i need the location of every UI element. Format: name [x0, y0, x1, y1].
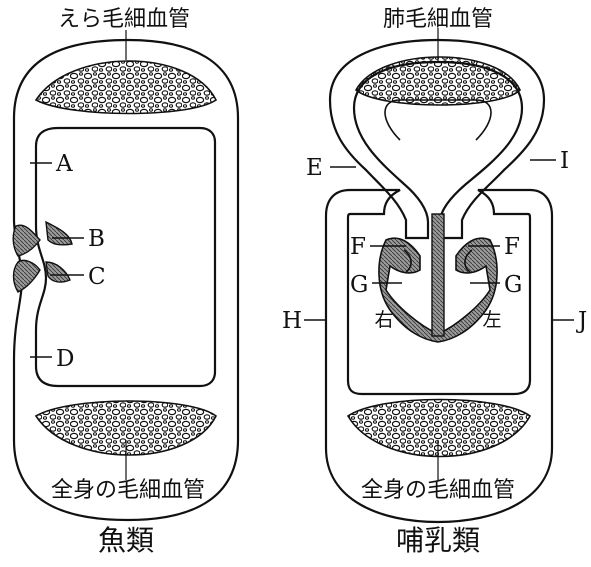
- mammal-label-f-left: F: [350, 234, 366, 260]
- mammal-pulmonary-loop-inner: [385, 100, 491, 140]
- mammal-top-caption: 肺毛細血管: [383, 7, 493, 32]
- mammal-left-side-label: 左: [482, 309, 501, 331]
- mammal-bottom-caption: 全身の毛細血管: [361, 478, 515, 503]
- fish-label-a: A: [55, 151, 73, 177]
- mammal-diagram: 肺毛細血管 E I F F G G H J 右 左 全身の毛細血管 哺乳類: [282, 7, 587, 557]
- fish-bottom-caption: 全身の毛細血管: [51, 478, 205, 503]
- mammal-label-f-right: F: [504, 234, 520, 260]
- fish-diagram: えら毛細血管 A B C D 全身の毛細血管 魚類: [13, 7, 238, 557]
- fish-top-caption: えら毛細血管: [58, 7, 190, 32]
- mammal-right-side-label: 右: [374, 309, 393, 331]
- mammal-lung-capillary-bed: [356, 57, 520, 105]
- mammal-body-capillary-bed: [348, 400, 530, 457]
- fish-heart-bulb: [46, 262, 70, 282]
- fish-label-c: C: [88, 264, 106, 290]
- mammal-heart-septum: [432, 214, 444, 336]
- mammal-label-g-right: G: [504, 272, 522, 298]
- fish-heart-ventricle: [14, 260, 41, 292]
- mammal-label-h: H: [282, 308, 302, 334]
- mammal-label-i: I: [560, 148, 569, 174]
- mammal-label-e: E: [306, 155, 323, 181]
- fish-label-d: D: [56, 346, 74, 372]
- mammal-label-g-left: G: [350, 272, 368, 298]
- fish-heart-ventricle-outer: [46, 222, 72, 245]
- fish-title: 魚類: [98, 524, 154, 557]
- fish-label-b: B: [88, 226, 105, 252]
- fish-gill-capillary-bed: [36, 61, 216, 114]
- mammal-title: 哺乳類: [396, 524, 480, 557]
- mammal-label-j: J: [576, 308, 587, 334]
